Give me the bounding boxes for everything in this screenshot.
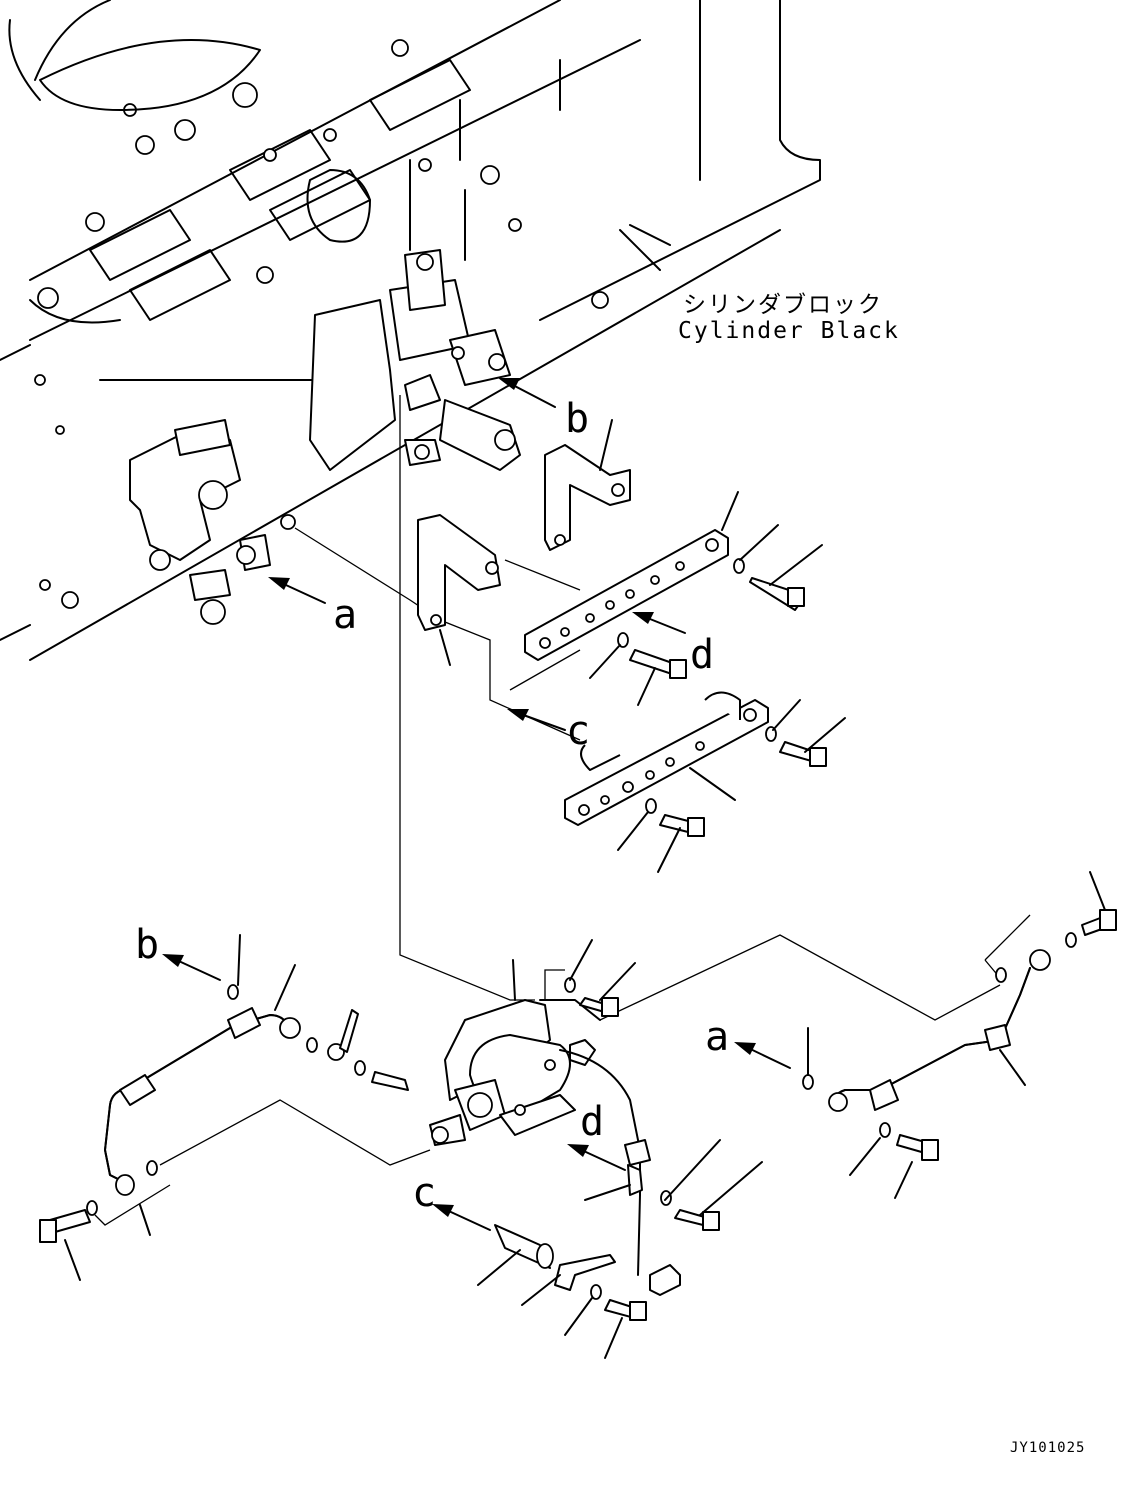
drawing-code: JY101025 [1010,1440,1085,1456]
callout-a-top: a [333,592,357,638]
callout-b-bottom: b [135,922,159,968]
hose-left [39,934,301,1281]
callout-a-bottom: a [705,1014,729,1060]
bracket-upper [544,419,631,551]
bracket-lower [417,514,501,666]
callout-c-top: c [566,708,590,754]
callout-c-bottom: c [412,1170,436,1216]
hose-right [802,871,1117,1199]
cylinder-block-label-jp: シリンダブロック [683,292,883,318]
callout-b-top: b [565,396,589,442]
callout-d-bottom: d [580,1099,604,1145]
plate-d [524,491,739,661]
plate-c [564,691,769,826]
callout-arrows [162,378,791,1231]
manifold-assembly [129,249,521,625]
cylinder-block-label-en: Cylinder Black [678,318,900,344]
banjo-fitting [306,1009,409,1091]
callout-d-top: d [690,632,714,678]
fasteners-bottom [477,939,763,1359]
solenoid-valve [429,959,681,1296]
fasteners-top [589,524,846,873]
